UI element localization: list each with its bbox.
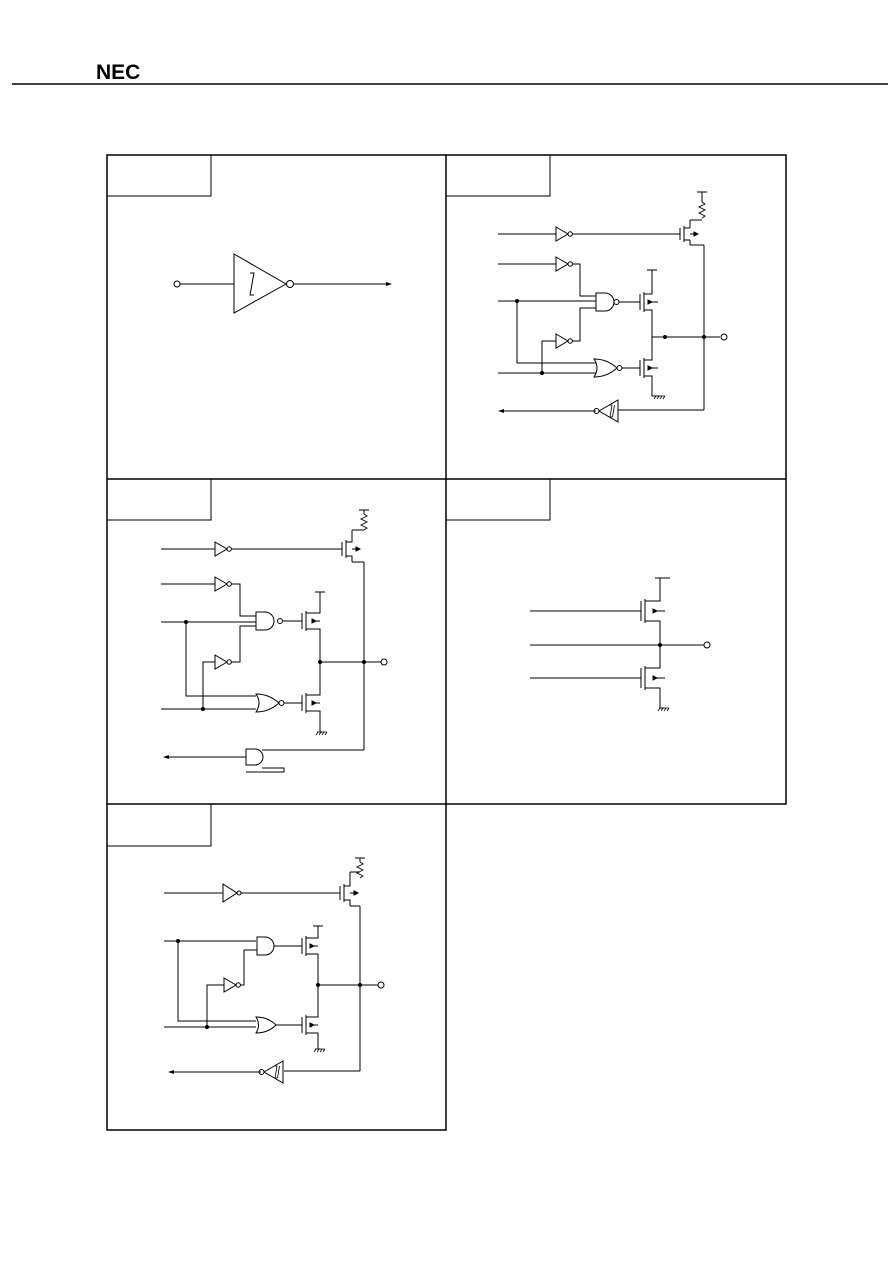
signal-arrow-icon (386, 282, 392, 286)
panel-io-schmitt (498, 191, 728, 423)
type-tag-2 (446, 155, 551, 197)
and-gate-icon-2 (256, 936, 275, 956)
inverter-icon-5 (214, 576, 232, 592)
panel-io-and-readback (161, 509, 388, 773)
inverter-icon-6 (214, 654, 232, 670)
pullup-resistor-icon-2 (360, 513, 368, 531)
and-gate-icon (255, 611, 275, 631)
and-gate-icon-readback (245, 748, 264, 766)
nor-gate-icon-2 (255, 693, 285, 713)
inverter-icon-2 (555, 256, 573, 272)
buffer-icon (222, 883, 238, 903)
logo-text: NEC (96, 61, 140, 84)
inverter-icon (555, 226, 573, 242)
io-pin-icon-2 (380, 658, 388, 666)
type-tag-3 (107, 479, 212, 521)
io-pin-icon-3 (377, 981, 385, 989)
panel-push-pull-output (530, 577, 711, 712)
input-pin-icon (173, 280, 181, 288)
type-tag-1 (107, 155, 212, 197)
pullup-resistor-icon (698, 201, 706, 219)
output-pin-icon (703, 641, 711, 649)
nand-gate-icon (595, 292, 620, 312)
schmitt-input-icon (593, 399, 619, 423)
panel-io-schmitt-2 (164, 857, 385, 1084)
inverter-icon-7 (223, 977, 241, 993)
nor-gate-icon (593, 358, 623, 378)
nec-logo: NEC (96, 61, 140, 84)
inverter-icon-3 (555, 333, 573, 349)
inverter-icon-4 (214, 541, 232, 557)
type-tag-5 (107, 804, 212, 847)
type-tag-4 (446, 479, 551, 521)
diagram-frames (106, 154, 787, 1131)
nor-gate-icon-3 (255, 1016, 277, 1034)
pullup-resistor-icon-3 (356, 861, 364, 879)
schmitt-input-icon-2 (258, 1060, 284, 1084)
panel-schmitt-input (173, 253, 392, 314)
schmitt-buffer-icon (233, 253, 288, 314)
io-pin-icon (720, 333, 728, 341)
